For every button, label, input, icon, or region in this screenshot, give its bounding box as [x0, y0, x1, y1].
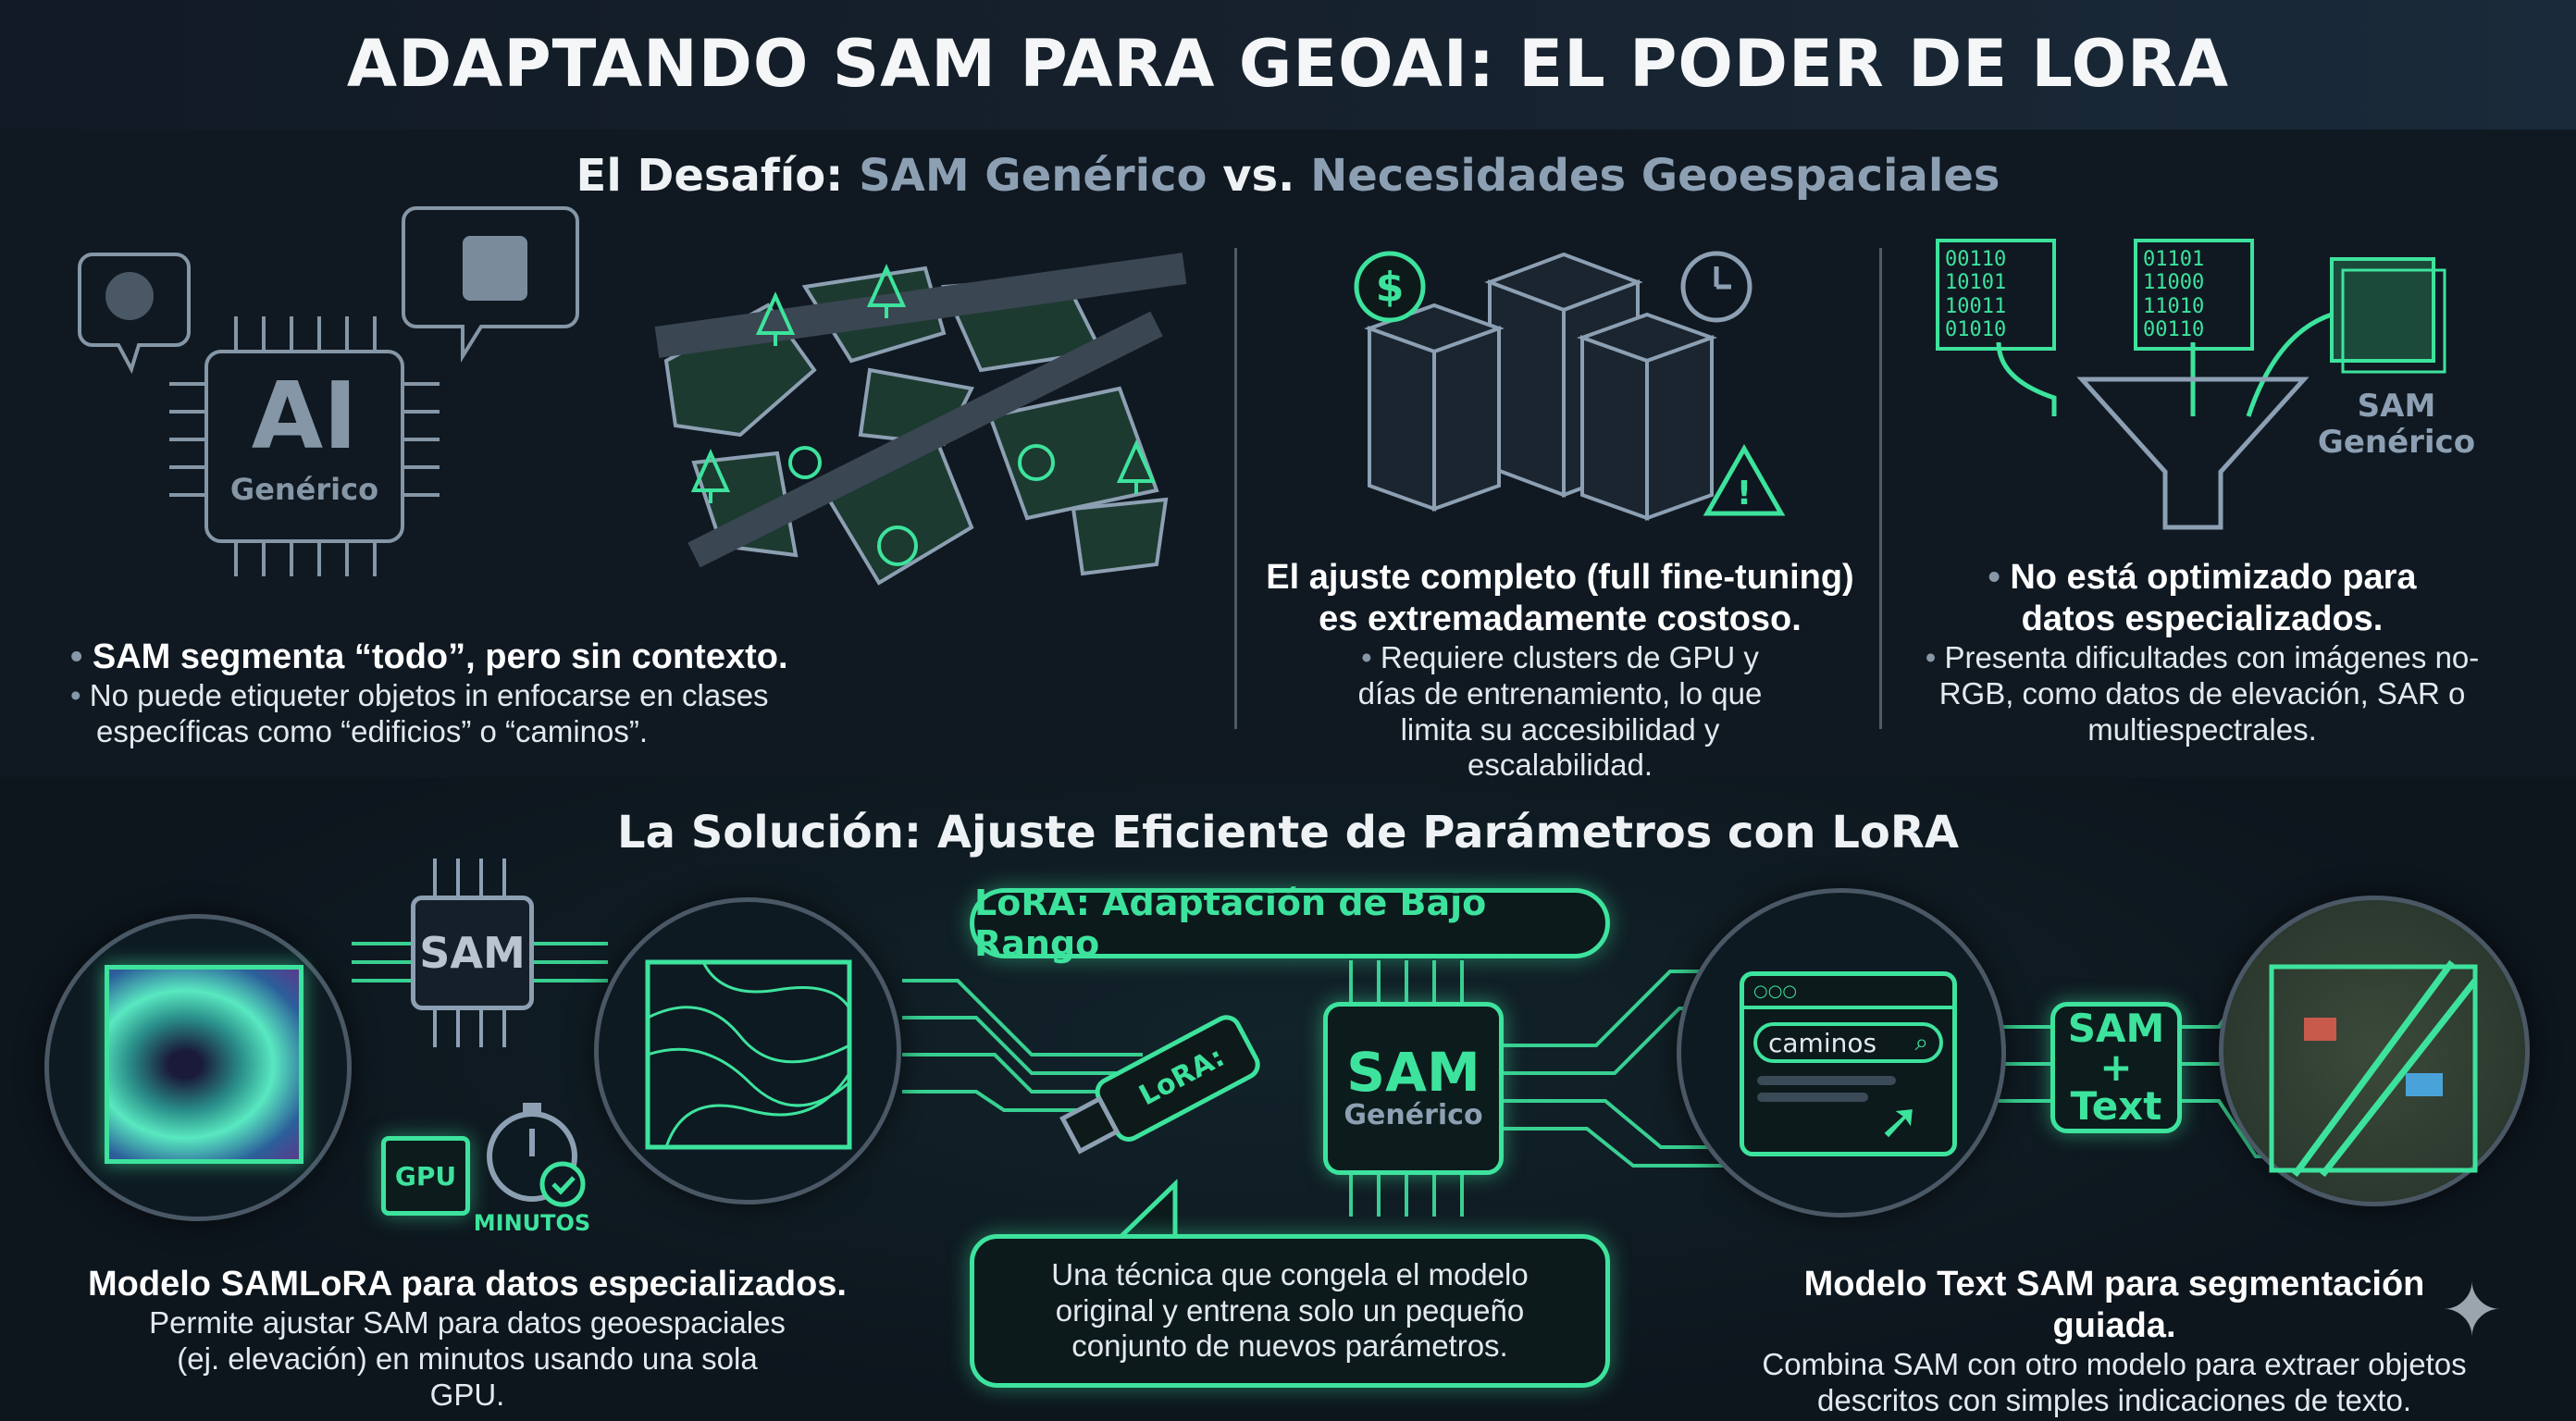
- browser-window: ○○○ caminos ⌕: [1740, 971, 1957, 1156]
- satellite-segmentation-overlay: [2269, 959, 2478, 1178]
- heading-prefix: El Desafío:: [576, 150, 844, 202]
- cursor-icon: ➚: [1878, 1092, 1921, 1150]
- search-icon: ⌕: [1914, 1028, 1928, 1056]
- ai-chip-illustration: [78, 206, 579, 576]
- callout-pointer: [1118, 1179, 1178, 1240]
- sparkle-icon: ✦: [2441, 1267, 2504, 1353]
- processor-icon: [463, 236, 527, 301]
- samlora-detail: Permite ajustar SAM para datos geoespaci…: [149, 1304, 786, 1412]
- divider: [1879, 248, 1882, 729]
- samlora-description: Modelo SAMLoRA para datos especializados…: [83, 1264, 851, 1414]
- road: [654, 253, 1187, 358]
- sam-generic-chip: SAM Genérico: [1323, 1002, 1504, 1175]
- usb-lora-adapter-icon: LoRA:: [1059, 1015, 1260, 1155]
- dollar-icon: [1354, 251, 1426, 323]
- sam-text-chip: SAM + Text: [2050, 1002, 2182, 1133]
- warning-icon: [1703, 443, 1786, 516]
- solution-heading: La Solución: Ajuste Eficiente de Parámet…: [617, 807, 1959, 859]
- panel1-text: • SAM segmenta “todo”, pero sin contexto…: [70, 637, 788, 748]
- check-icon: [539, 1161, 586, 1207]
- ai-chip-sublabel: Genérico: [229, 472, 379, 507]
- svg-text:!: !: [1737, 475, 1752, 513]
- sam-chip-label: SAM: [1346, 1041, 1480, 1104]
- lora-pill: LoRA: Adaptación de Bajo Rango: [970, 883, 1610, 964]
- divider: [1234, 248, 1237, 729]
- panel2-bold: El ajuste completo (full fine-tuning) es…: [1266, 558, 1854, 638]
- globe-icon: [105, 272, 154, 320]
- speech-bubble-chip: [402, 206, 579, 363]
- window-dots-icon: ○○○: [1744, 976, 1952, 1009]
- panel3-detail: Presenta dificultades con imágenes no-RG…: [1938, 639, 2480, 747]
- ai-chip-label: AI: [251, 362, 358, 470]
- panel2-detail: Requiere clusters de GPU y días de entre…: [1357, 639, 1763, 783]
- contour-map-icon: [645, 959, 852, 1150]
- heading-vs: vs.: [1222, 150, 1295, 202]
- panel1-detail: No puede etiqueter objetos in enfocarse …: [89, 677, 769, 748]
- map-segments-illustration: [654, 253, 1187, 586]
- gpu-cluster-illustration: $ !: [1354, 251, 1786, 521]
- lora-callout: Una técnica que congela el modelo origin…: [970, 1234, 1610, 1388]
- title-bar: [0, 0, 2576, 130]
- samlora-title: Modelo SAMLoRA para datos especializados…: [88, 1265, 847, 1304]
- sam-chip: SAM: [411, 896, 534, 1010]
- heading-geo-needs: Necesidades Geoespaciales: [1310, 150, 2000, 202]
- funnel-illustration: [1996, 257, 2446, 530]
- search-value: caminos: [1768, 1027, 1877, 1058]
- panel1-bold: SAM segmenta “todo”, pero sin contexto.: [92, 637, 788, 676]
- funnel-label: SAM Genérico: [2317, 388, 2476, 462]
- textsam-title: Modelo Text SAM para segmentación guiada…: [1803, 1265, 2425, 1345]
- speech-bubble-globe: [78, 253, 191, 375]
- panel3-text: • No está optimizado para datos especial…: [1925, 558, 2480, 747]
- textsam-detail: Combina SAM con otro modelo para extraer…: [1762, 1346, 2467, 1417]
- textsam-description: Modelo Text SAM para segmentación guiada…: [1740, 1264, 2489, 1419]
- stopwatch-icon: [487, 1103, 586, 1207]
- heading-generic-sam: SAM Genérico: [859, 150, 1208, 202]
- multispectral-image-icon: [2330, 257, 2435, 363]
- search-input[interactable]: caminos ⌕: [1753, 1022, 1943, 1063]
- panel3-bold: No está optimizado para datos especializ…: [2010, 558, 2417, 638]
- svg-text:$: $: [1376, 264, 1405, 311]
- sam-chip-sublabel: Genérico: [1344, 1099, 1483, 1131]
- page-title: ADAPTANDO SAM PARA GEOAI: EL PODER DE LO…: [346, 26, 2230, 102]
- gpu-chip: GPU: [381, 1136, 470, 1216]
- challenge-heading: El Desafío: SAM Genérico vs. Necesidades…: [0, 150, 2576, 202]
- panel2-text: El ajuste completo (full fine-tuning) es…: [1245, 557, 1875, 784]
- elevation-image: [105, 965, 303, 1164]
- road: [687, 311, 1163, 568]
- tree-icons: [690, 264, 1157, 566]
- minutes-label: MINUTOS: [473, 1210, 591, 1236]
